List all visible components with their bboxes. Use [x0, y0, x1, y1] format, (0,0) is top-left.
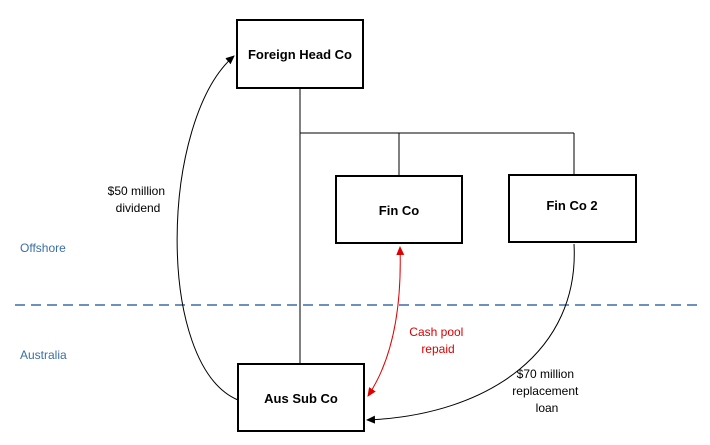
foreign-head-co-label: Foreign Head Co: [248, 47, 352, 62]
dividend-arrow: [176, 55, 239, 401]
foreign-head-co-box: Foreign Head Co: [236, 19, 364, 89]
fin-co-2-box: Fin Co 2: [508, 174, 637, 243]
cash-pool-arrow: [367, 246, 405, 397]
offshore-label: Offshore: [20, 241, 66, 255]
cash-pool-label-line-1: Cash pool: [409, 325, 463, 339]
aus-sub-co-box: Aus Sub Co: [237, 363, 365, 432]
replacement-loan-label-line-2: replacement: [512, 384, 579, 398]
fin-co-box: Fin Co: [335, 175, 463, 244]
replacement-loan-arrow: [366, 243, 575, 424]
dividend-label-line-2: dividend: [116, 201, 161, 215]
dividend-label-line-1: $50 million: [108, 184, 165, 198]
cash-pool-label-line-2: repaid: [421, 342, 454, 356]
australia-label: Australia: [20, 348, 67, 362]
cash-pool-label: Cash pool repaid: [409, 325, 466, 356]
aus-sub-co-label: Aus Sub Co: [264, 391, 338, 406]
dividend-label: $50 million dividend: [108, 184, 169, 215]
replacement-loan-label-line-1: $70 million: [517, 367, 574, 381]
fin-co-label: Fin Co: [379, 203, 419, 218]
fin-co-2-label: Fin Co 2: [546, 198, 597, 213]
replacement-loan-label-line-3: loan: [536, 401, 559, 415]
replacement-loan-label: $70 million replacement loan: [512, 367, 581, 415]
